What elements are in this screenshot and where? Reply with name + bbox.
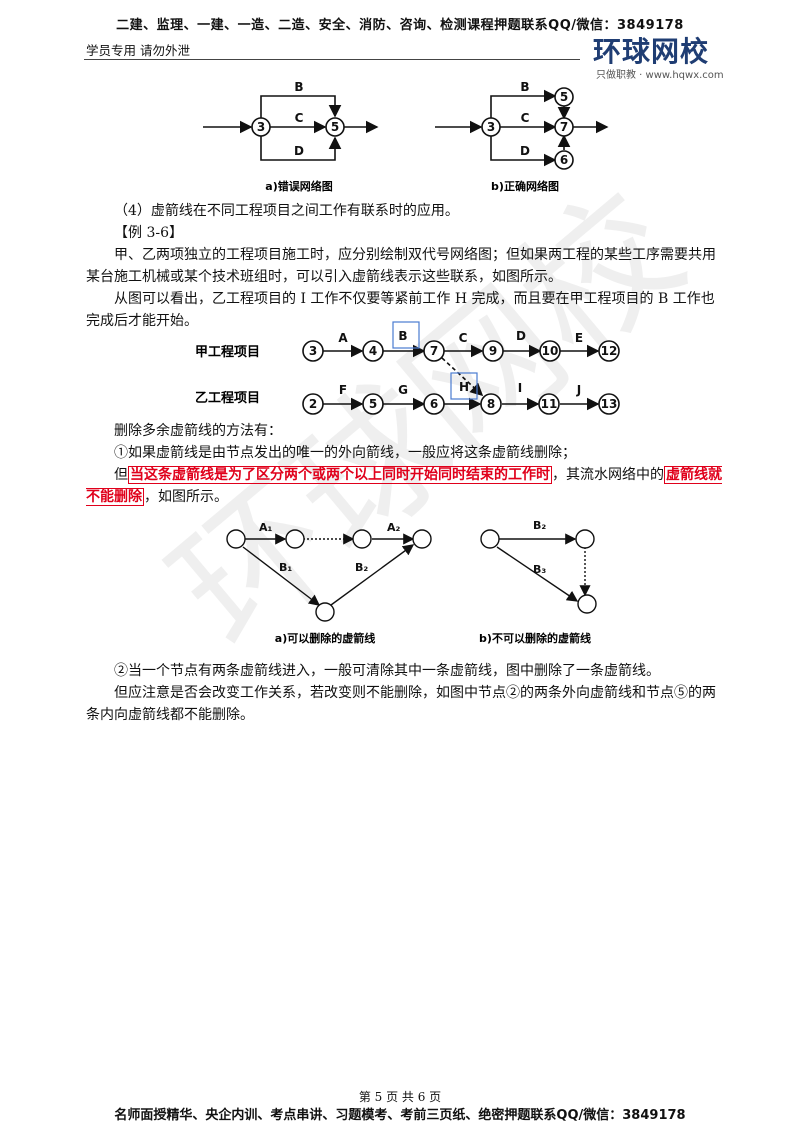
- svg-text:J: J: [576, 383, 581, 397]
- node-label: 7: [560, 120, 568, 134]
- svg-text:9: 9: [489, 344, 497, 358]
- rule-2: ②当一个节点有两条虚箭线进入，一般可清除其中一条虚箭线，图中删除了一条虚箭线。: [114, 663, 660, 679]
- node-label: 3: [487, 120, 495, 134]
- footer-note: 名师面授精华、央企内训、考点串讲、习题模考、考前三页纸、绝密押题联系QQ/微信：…: [114, 1108, 686, 1123]
- figure-caption-a: a)可以删除的虚箭线: [275, 631, 375, 645]
- svg-text:C: C: [459, 331, 468, 345]
- example-label: 【例 3-6】: [114, 225, 183, 241]
- paragraph-4: （4）虚箭线在不同工程项目之间工作有联系时的应用。: [114, 203, 459, 219]
- svg-text:A: A: [338, 331, 348, 345]
- delete-title: 删除多余虚箭线的方法有：: [114, 423, 282, 439]
- svg-text:7: 7: [430, 344, 438, 358]
- highlight-red-2: 虚箭线就不能删除: [86, 466, 722, 506]
- work-label: C: [295, 111, 304, 125]
- svg-text:B₃: B₃: [533, 563, 546, 576]
- brand-logo: 环球网校: [593, 35, 710, 68]
- svg-text:A₂: A₂: [387, 521, 401, 534]
- rule-1: ①如果虚箭线是由节点发出的唯一的外向箭线，一般应将这条虚箭线删除；: [114, 445, 576, 461]
- page-number: 第 5 页 共 6 页: [358, 1090, 442, 1104]
- node-label: 5: [560, 90, 568, 104]
- row1-label: 甲工程项目: [195, 345, 260, 360]
- svg-text:H: H: [459, 380, 469, 394]
- work-label: B: [294, 80, 303, 94]
- svg-text:D: D: [516, 329, 526, 343]
- svg-text:13: 13: [601, 397, 618, 411]
- node-label: 5: [331, 120, 339, 134]
- paragraph-a: 甲、乙两项独立的工程项目施工时，应分别绘制双代号网络图；但如果两工程的某些工序需…: [86, 247, 716, 285]
- svg-text:3: 3: [309, 344, 317, 358]
- paragraph-b: 从图可以看出，乙工程项目的 I 工作不仅要等紧前工作 H 完成，而且要在甲工程项…: [86, 291, 715, 329]
- rule-1b: 但当这条虚箭线是为了区分两个或两个以上同时开始同时结束的工作时，其流水网络中的虚…: [86, 466, 722, 506]
- node-label: 3: [257, 120, 265, 134]
- svg-text:B₂: B₂: [355, 561, 368, 574]
- svg-text:B: B: [398, 329, 407, 343]
- svg-text:4: 4: [369, 344, 377, 358]
- node-label: 6: [560, 153, 568, 167]
- row2-label: 乙工程项目: [195, 391, 260, 406]
- brand-logo-sub: 只做职教 · www.hqwx.com: [596, 70, 724, 81]
- svg-text:5: 5: [369, 397, 377, 411]
- svg-text:B₂: B₂: [533, 519, 546, 532]
- work-label: D: [520, 144, 530, 158]
- svg-text:11: 11: [541, 397, 558, 411]
- figure-dummy-arrows: A₁ A₂ B₁ B₂ B₂ B₃ a)可以删除的虚箭线 b)不可以删除的虚箭线: [226, 519, 597, 645]
- figure-caption-a: a)错误网络图: [265, 179, 332, 193]
- header-top-line: 二建、监理、一建、一造、二造、安全、消防、咨询、检测课程押题联系QQ/微信：38…: [116, 18, 684, 33]
- svg-text:12: 12: [601, 344, 618, 358]
- svg-text:B₁: B₁: [279, 561, 292, 574]
- figure-two-projects: 甲工程项目 乙工程项目 3 4 7 9 10 12 2 5 6: [195, 321, 620, 415]
- figure-caption-b: b)不可以删除的虚箭线: [479, 631, 591, 645]
- work-label: C: [521, 111, 530, 125]
- svg-text:6: 6: [430, 397, 438, 411]
- svg-text:A₁: A₁: [259, 521, 273, 534]
- svg-text:8: 8: [487, 397, 495, 411]
- svg-text:E: E: [575, 331, 583, 345]
- header-left-note: 学员专用 请勿外泄: [86, 43, 190, 58]
- work-label: D: [294, 144, 304, 158]
- rule-2b: 但应注意是否会改变工作关系，若改变则不能删除，如图中节点②的两条外向虚箭线和节点…: [86, 685, 716, 723]
- svg-text:2: 2: [309, 397, 317, 411]
- header-divider: [84, 59, 580, 60]
- svg-text:F: F: [339, 383, 347, 397]
- work-label: B: [520, 80, 529, 94]
- highlight-red: 当这条虚箭线是为了区分两个或两个以上同时开始同时结束的工作时: [128, 466, 552, 484]
- figure-caption-b: b)正确网络图: [491, 179, 559, 193]
- svg-text:I: I: [518, 381, 522, 395]
- svg-text:10: 10: [542, 344, 559, 358]
- svg-text:G: G: [398, 383, 408, 397]
- figure-network-ab: 3 5 B C D 3 5 7 6 B C D a)错误网络图 b)正确网络图: [203, 80, 609, 193]
